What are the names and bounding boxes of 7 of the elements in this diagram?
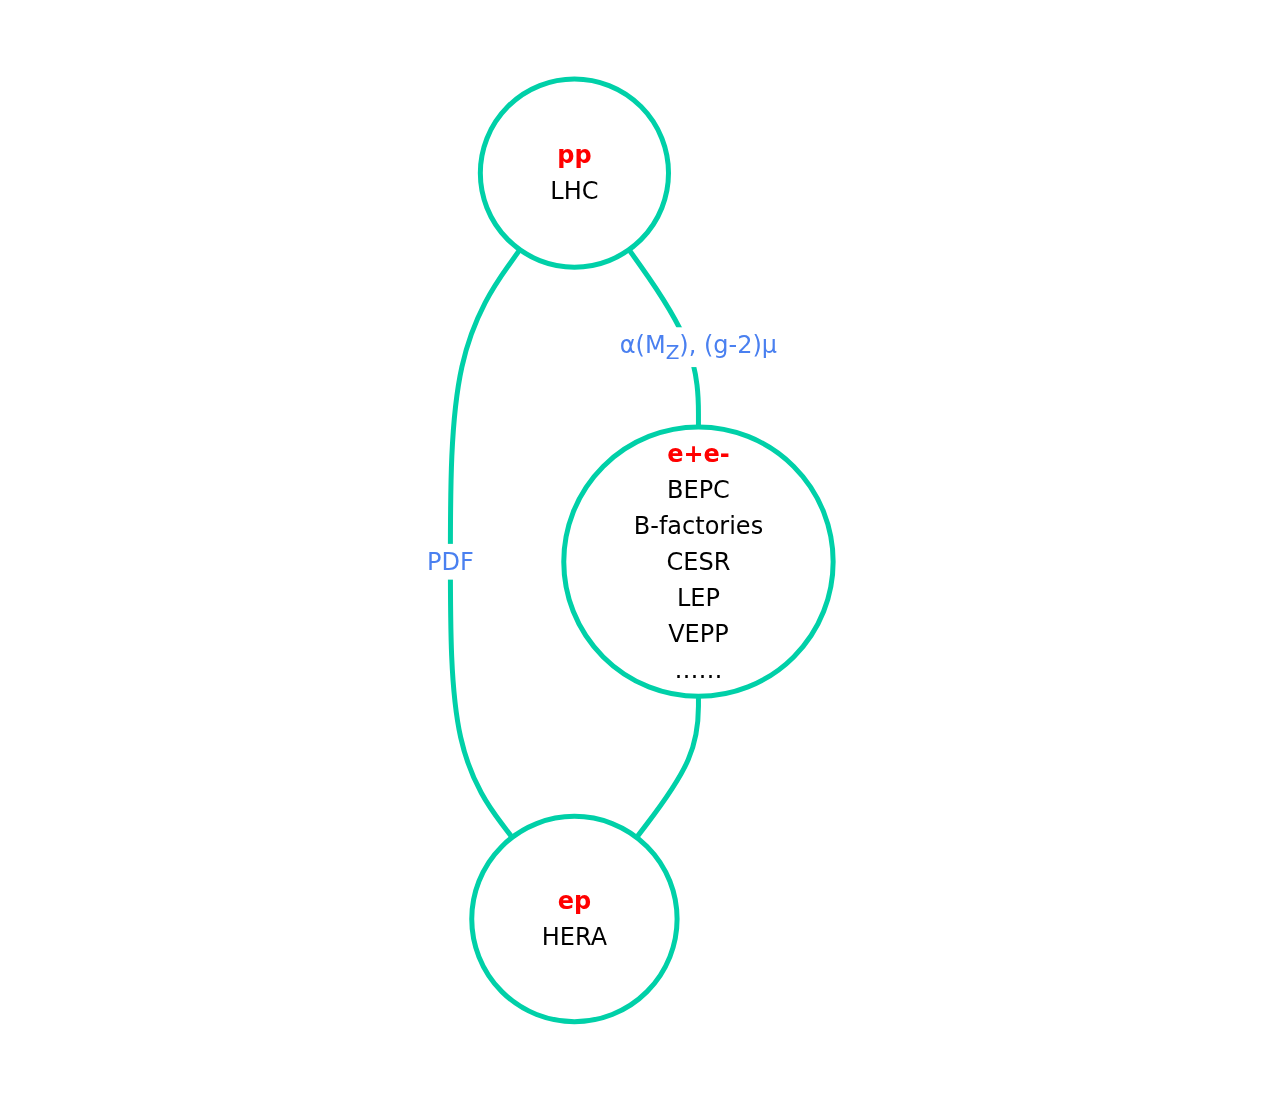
node-circle: pp LHC xyxy=(477,76,671,270)
connector xyxy=(634,696,701,839)
connector xyxy=(447,247,522,839)
node-circle: e+e- BEPC B-factories CESR LEP VEPP …… xyxy=(561,424,836,699)
edge-label: α(M$_{Z}$), (g-2)μ xyxy=(619,330,778,364)
edge-label: PDF xyxy=(426,547,474,576)
node-circle: ep HERA xyxy=(469,813,680,1024)
